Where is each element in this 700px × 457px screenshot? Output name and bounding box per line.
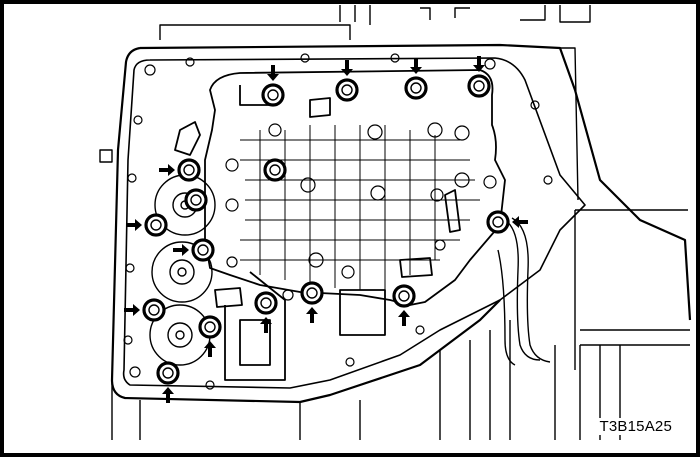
arrow-indicator xyxy=(267,65,279,81)
valve-body xyxy=(174,69,506,381)
figure-code: T3B15A25 xyxy=(597,418,674,435)
arrow-indicator xyxy=(126,219,142,231)
marked-bolt xyxy=(392,284,416,308)
arrow-indicator xyxy=(398,310,410,326)
case-fastener-holes xyxy=(123,53,553,390)
arrow-indicator xyxy=(124,304,140,316)
marked-bolt xyxy=(184,188,208,212)
internal-bolts xyxy=(225,122,497,301)
marked-bolt xyxy=(404,76,428,100)
marked-bolt xyxy=(467,74,491,98)
transmission-case xyxy=(99,5,692,440)
marked-bolt xyxy=(335,78,359,102)
marked-bolt xyxy=(191,238,215,262)
arrow-indicator xyxy=(306,307,318,323)
arrow-indicator xyxy=(173,244,189,256)
marked-bolt xyxy=(254,291,278,315)
arrow-indicator xyxy=(512,216,528,228)
marked-bolt xyxy=(177,158,201,182)
arrow-indicator xyxy=(159,164,175,176)
arrow-indicators xyxy=(124,56,528,403)
marked-bolt xyxy=(144,213,168,237)
arrow-indicator xyxy=(473,56,485,72)
marked-bolt xyxy=(263,158,287,182)
arrow-indicator xyxy=(341,60,353,76)
arrow-indicator xyxy=(162,387,174,403)
arrow-indicator xyxy=(260,317,272,333)
marked-bolt xyxy=(142,298,166,322)
marked-bolt xyxy=(156,361,180,385)
marked-bolt xyxy=(486,210,510,234)
marked-bolt xyxy=(198,315,222,339)
arrow-indicator xyxy=(204,341,216,357)
marked-bolt xyxy=(300,281,324,305)
marked-bolts xyxy=(142,74,510,385)
marked-bolt xyxy=(261,83,285,107)
arrow-indicator xyxy=(410,58,422,74)
